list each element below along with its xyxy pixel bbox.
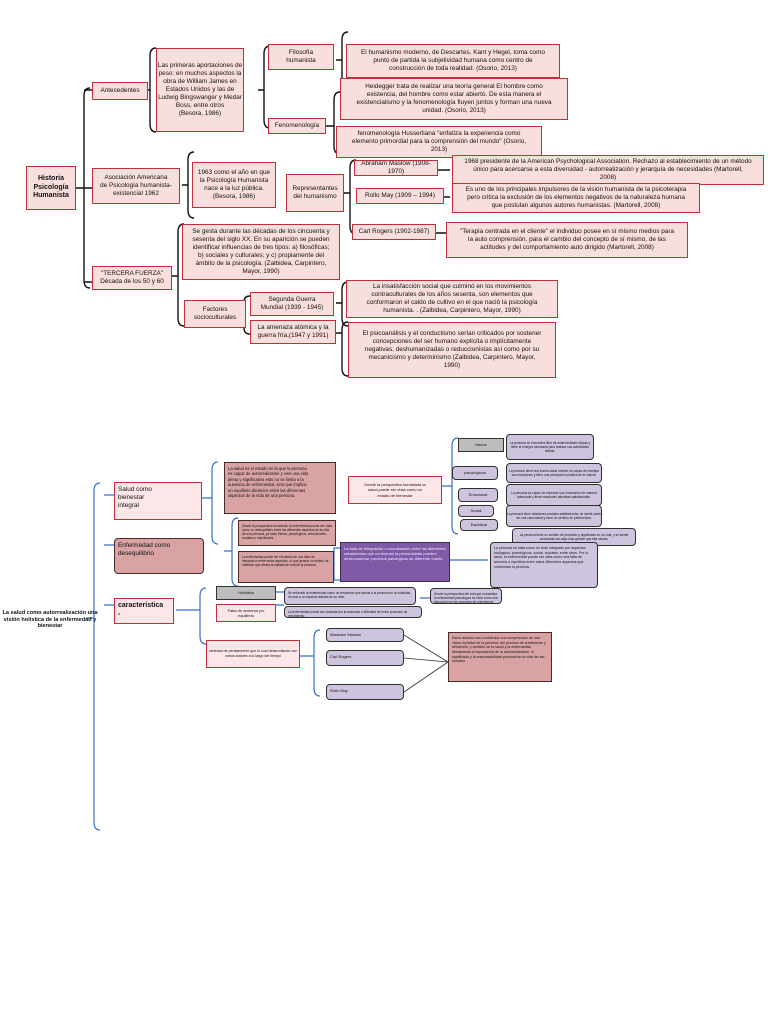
- husserl-node[interactable]: fenomenología Husserliana "enfatiza la e…: [336, 126, 542, 158]
- antecedentes-node[interactable]: Antecedentes: [92, 82, 148, 100]
- integracion-right-node[interactable]: La persona es vista como un todo integra…: [490, 542, 598, 588]
- autor-maslow-node[interactable]: Abraham Maslow: [326, 628, 404, 642]
- enfermedad-node[interactable]: Enfermedad como desequilibrio: [114, 538, 204, 574]
- psicologicos-text-node[interactable]: La persona tiene una buena salud mental,…: [506, 463, 602, 483]
- autores-text-node[interactable]: Estos autores han contribuido a la compr…: [448, 632, 552, 682]
- caracteristica-bracket: [176, 587, 207, 645]
- social-text-node[interactable]: La persona tiene relaciones sociales sat…: [506, 505, 602, 527]
- amenaza-node[interactable]: La amenaza atómica y la guerra fría,(194…: [250, 320, 336, 344]
- guerra-node[interactable]: Segunda Guerra Mundial (1939 - 1945): [250, 292, 334, 316]
- guerra-bracket: [336, 281, 349, 327]
- filosofia-fenomenologia-bracket: [258, 45, 271, 129]
- espiritual-text-node[interactable]: La persona tiene un sentido de propósito…: [512, 528, 636, 546]
- map1-root: Historia Psicología Humanista: [26, 166, 76, 210]
- emocional-node[interactable]: Emocional: [458, 488, 498, 502]
- holistica-text2-node[interactable]: Desde la perspectiva del enfoque humanis…: [430, 588, 502, 604]
- social-node[interactable]: Social: [458, 505, 494, 517]
- salud-text-node[interactable]: La salud es el estado en la que la perso…: [224, 462, 336, 514]
- representantes-node[interactable]: Representantes del humanismo: [286, 174, 344, 212]
- asociacion-bracket: [182, 151, 195, 219]
- espiritual-node[interactable]: Espiritual: [460, 519, 498, 531]
- tercera-fuerza-node[interactable]: "TERCERA FUERZA" Década de los 50 y 60: [92, 266, 172, 290]
- heidegger-node[interactable]: Heidegger trata de realizar una teoría g…: [340, 78, 568, 120]
- enfermedad-bracket: [224, 517, 239, 587]
- falta-text-node[interactable]: La enfermedad puede ser causada por la a…: [284, 606, 422, 618]
- amenaza-text-node[interactable]: El psicoanálisis y el conductismo serían…: [348, 322, 556, 378]
- maslow-text-node[interactable]: 1968 presidente de la American Psycholog…: [452, 155, 764, 185]
- primeras-aportaciones-node[interactable]: Las primeras aportaciones de peso: en mu…: [156, 48, 244, 132]
- caracteristica-node[interactable]: característica -: [114, 598, 174, 624]
- variedad-node[interactable]: variedad de pensamiento que lo cual desa…: [206, 640, 300, 668]
- rogers-text-node[interactable]: "Terapia centrada en el cliente" el indi…: [446, 222, 688, 258]
- guerra-text-node[interactable]: La insatisfacción social que culminó en …: [346, 280, 558, 318]
- autores-bracket: [300, 629, 321, 697]
- tercera-text-node[interactable]: Se gesta durante las décadas de los cinc…: [182, 224, 340, 280]
- fenomenologia-node[interactable]: Fenomenología: [268, 118, 326, 134]
- tercera-bracket: [172, 223, 185, 327]
- perspectiva-node[interactable]: Desde la perspectiva humanista la salud …: [348, 476, 442, 504]
- holistica-text-node[interactable]: Se entiende la enfermedad como un fenóme…: [284, 587, 416, 605]
- asociacion-node[interactable]: Asociación Americana de Psicología human…: [92, 168, 180, 204]
- may-text-node[interactable]: Es uno de los principales impulsores de …: [452, 183, 700, 213]
- enfermedad-text1-node[interactable]: Desde la perspectiva humanista, la enfer…: [238, 520, 336, 546]
- salud-node[interactable]: Salud como bienestar integral: [114, 482, 202, 520]
- fisicos-node[interactable]: físicos: [458, 438, 504, 452]
- map2-root-bracket: [86, 482, 101, 831]
- ano-1963-node[interactable]: 1963 como el año en que la Psicología Hu…: [192, 162, 276, 208]
- autor-may-node[interactable]: Rollo May: [326, 684, 404, 700]
- map2-root: La salud como autorrealización una visió…: [2, 609, 98, 630]
- emocional-text-node[interactable]: La persona es capaz de expresar sus emoc…: [506, 484, 602, 506]
- salud-bracket: [202, 461, 219, 545]
- integracion-node[interactable]: La falta de integración o coordinación e…: [340, 542, 450, 582]
- amenaza-bracket: [336, 321, 349, 377]
- autor-rogers-node[interactable]: Carl Rogers: [326, 650, 404, 666]
- factores-node[interactable]: Factores socioculturales: [184, 300, 246, 328]
- may-node[interactable]: Rollo May (1909 – 1994): [356, 188, 444, 204]
- estados-bracket: [442, 437, 459, 535]
- root-bracket: [76, 87, 92, 289]
- fisicos-text-node[interactable]: La persona se encuentra libre de enferme…: [506, 434, 594, 460]
- holistica-node[interactable]: Holística: [216, 586, 276, 600]
- psicologicos-node[interactable]: psicológicos: [452, 466, 498, 480]
- maslow-node[interactable]: Abraham Maslow (1908-1970): [354, 160, 438, 176]
- rogers-node[interactable]: Carl Rogers (1902-1987): [352, 224, 436, 240]
- enfermedad-text2-node[interactable]: La enfermedad puede ser resultado de una…: [238, 551, 334, 583]
- filosofia-humanista-node[interactable]: Filosofía humanista: [268, 44, 334, 70]
- filosofia-text-node[interactable]: El humanismo moderno, de Descartes, Kant…: [346, 44, 560, 78]
- falta-armonia-node[interactable]: Falta de armonía y/o equilibrio: [216, 604, 276, 622]
